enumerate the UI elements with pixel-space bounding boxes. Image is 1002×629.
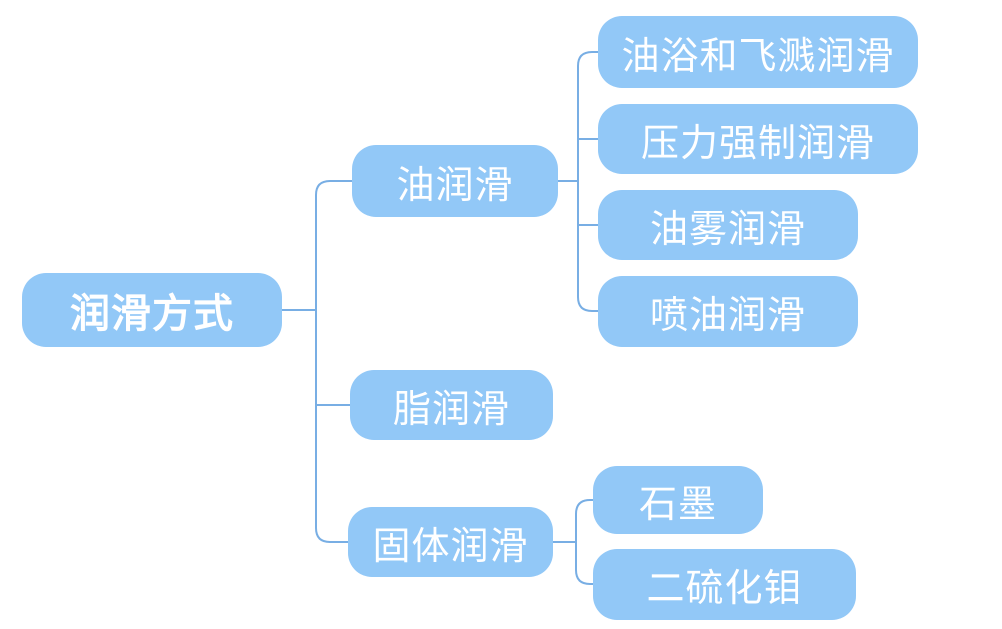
node-lubrication-methods[interactable]: 润滑方式	[22, 273, 282, 347]
node-grease-lubrication[interactable]: 脂润滑	[350, 370, 553, 440]
node-molybdenum-disulfide[interactable]: 二硫化钼	[593, 549, 856, 620]
node-oil-mist-lubrication[interactable]: 油雾润滑	[598, 190, 858, 260]
connector-root-rail	[315, 180, 352, 543]
connector-oil-rail	[577, 51, 598, 312]
node-graphite[interactable]: 石墨	[593, 466, 763, 534]
connector-solid-rail	[575, 499, 593, 585]
node-solid-lubrication[interactable]: 固体润滑	[348, 507, 553, 577]
node-oil-lubrication[interactable]: 油润滑	[352, 145, 558, 217]
node-oil-bath-splash-lubrication[interactable]: 油浴和飞溅润滑	[598, 16, 918, 88]
node-forced-pressure-lubrication[interactable]: 压力强制润滑	[598, 104, 918, 174]
node-oil-spray-lubrication[interactable]: 喷油润滑	[598, 276, 858, 347]
